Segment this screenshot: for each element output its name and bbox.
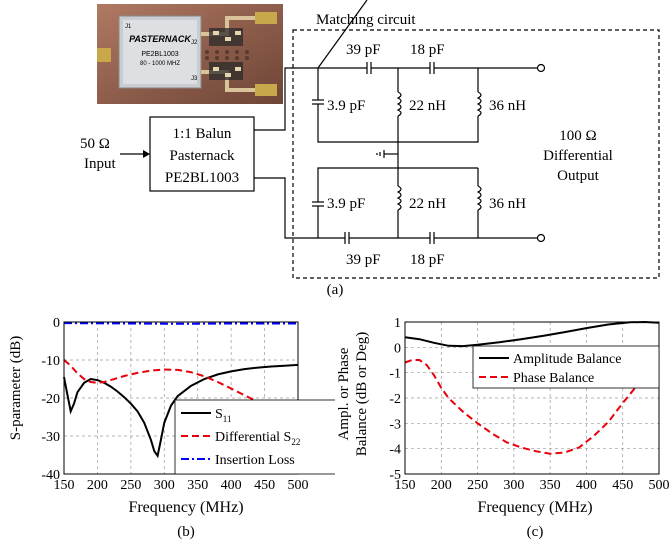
- caption-c: (c): [527, 524, 544, 540]
- cap-top-series-2-label: 18 pF: [410, 42, 445, 58]
- chart-c-xlabel: Frequency (MHz): [477, 499, 592, 516]
- photo-j2-text: J2: [191, 40, 198, 46]
- y-tick-label: -3: [389, 417, 401, 432]
- balance-chart: Ampl. or Phase Balance (dB or Deg) Frequ…: [336, 316, 670, 540]
- caption-b: (b): [177, 524, 195, 540]
- matching-circuit-schematic: Matching circuit 50 Ω Input 1:1 Balun Pa…: [80, 0, 660, 298]
- x-tick-label: 250: [120, 478, 141, 493]
- x-tick-label: 200: [87, 478, 108, 493]
- y-tick-label: -1: [389, 367, 401, 382]
- ind-bottom-36-label: 36 nH: [489, 196, 526, 212]
- cap-bottom-shunt-label: 3.9 pF: [327, 196, 365, 212]
- balun-board-photo: PASTERNACK PE2BL1003 80 - 1000 MHZ J1 J2…: [97, 4, 283, 104]
- chart-c-ylabel-line1: Ampl. or Phase: [336, 347, 352, 440]
- y-tick-label: 1: [394, 316, 401, 331]
- y-tick-label: -5: [389, 468, 401, 483]
- series-line: [404, 320, 660, 348]
- photo-part-text: PE2BL1003: [141, 51, 178, 58]
- legend-label: Amplitude Balance: [513, 352, 621, 367]
- series-line: [63, 363, 299, 459]
- x-tick-label: 500: [288, 478, 309, 493]
- x-tick-label: 150: [54, 478, 75, 493]
- legend-box: [472, 345, 660, 389]
- y-tick-label: 0: [394, 341, 401, 356]
- y-tick-label: 0: [53, 316, 60, 331]
- chart-b-xlabel: Frequency (MHz): [128, 499, 243, 516]
- x-tick-label: 400: [221, 478, 242, 493]
- x-tick-label: 300: [154, 478, 175, 493]
- y-tick-label: -20: [41, 392, 60, 407]
- y-tick-label: -2: [389, 392, 401, 407]
- s-parameter-chart: S-parameter (dB) Frequency (MHz) (b) 150…: [8, 316, 335, 540]
- output-label-line2: Differential: [543, 148, 613, 164]
- cap-bottom-series-1-label: 39 pF: [346, 252, 381, 268]
- photo-j1-text: J1: [125, 24, 132, 30]
- x-tick-label: 450: [254, 478, 275, 493]
- output-impedance-label: 100 Ω: [559, 128, 596, 144]
- photo-range-text: 80 - 1000 MHZ: [140, 61, 180, 67]
- series-line: [63, 322, 298, 325]
- x-tick-label: 500: [649, 478, 670, 493]
- ind-top-36-label: 36 nH: [489, 98, 526, 114]
- legend-label: Differential S22: [215, 430, 300, 447]
- y-tick-label: -30: [41, 430, 60, 445]
- balun-label-line3: PE2BL1003: [165, 170, 239, 186]
- input-label: Input: [84, 156, 116, 172]
- caption-a: (a): [327, 282, 344, 298]
- series-line: [404, 351, 660, 455]
- x-tick-label: 250: [467, 478, 488, 493]
- matching-circuit-title: Matching circuit: [316, 12, 416, 28]
- cap-top-shunt-label: 3.9 pF: [327, 98, 365, 114]
- matching-circuit-box: [292, 29, 660, 279]
- chart-b-ylabel: S-parameter (dB): [8, 336, 24, 441]
- y-tick-label: -10: [41, 354, 60, 369]
- legend-label: Insertion Loss: [215, 453, 295, 468]
- input-impedance-label: 50 Ω: [80, 136, 110, 152]
- legend-label: S11: [215, 407, 231, 424]
- x-tick-label: 150: [395, 478, 416, 493]
- x-tick-label: 350: [187, 478, 208, 493]
- photo-brand-text: PASTERNACK: [129, 34, 192, 44]
- balun-label-line2: Pasternack: [170, 148, 235, 164]
- cap-bottom-series-2-label: 18 pF: [410, 252, 445, 268]
- x-tick-label: 450: [612, 478, 633, 493]
- chart-c-ylabel-line2: Balance (dB or Deg): [354, 332, 370, 457]
- x-tick-label: 400: [576, 478, 597, 493]
- y-tick-label: -4: [389, 443, 401, 458]
- ind-bottom-22-label: 22 nH: [409, 196, 446, 212]
- output-label-line3: Output: [557, 168, 600, 184]
- legend-label: Phase Balance: [513, 371, 594, 386]
- series-line: [63, 359, 299, 415]
- balun-label-line1: 1:1 Balun: [173, 126, 232, 142]
- x-tick-label: 200: [431, 478, 452, 493]
- ind-top-22-label: 22 nH: [409, 98, 446, 114]
- y-tick-label: -40: [41, 468, 60, 483]
- x-tick-label: 350: [540, 478, 561, 493]
- cap-top-series-1-label: 39 pF: [346, 42, 381, 58]
- x-tick-label: 300: [503, 478, 524, 493]
- photo-j3-text: J3: [191, 76, 198, 82]
